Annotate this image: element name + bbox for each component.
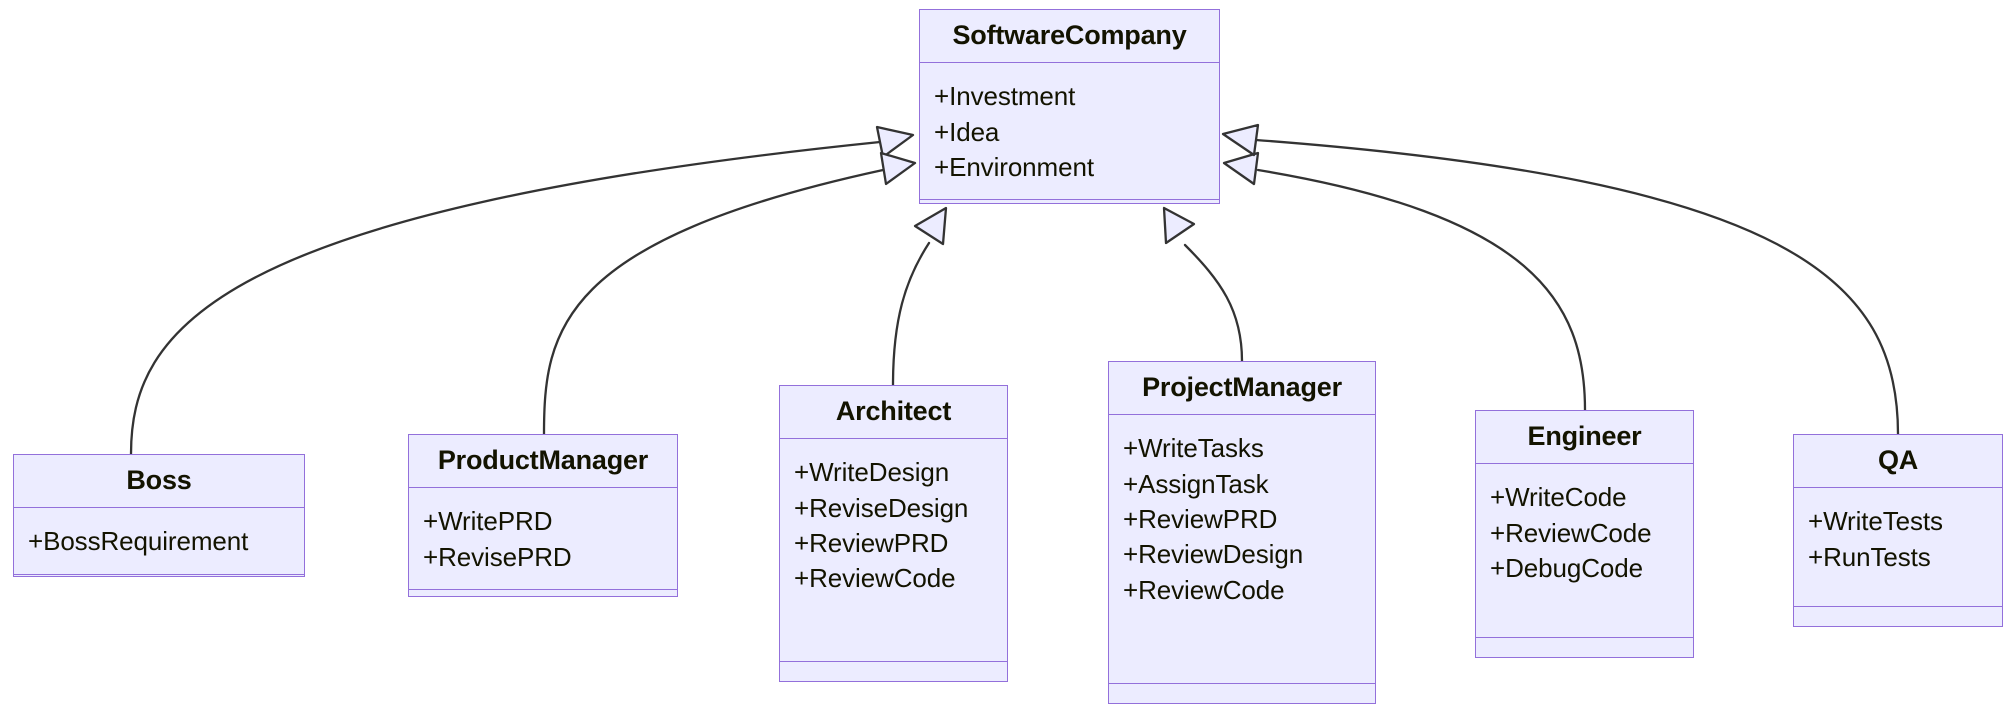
class-node-architect[interactable]: Architect +WriteDesign +ReviseDesign +Re… bbox=[779, 385, 1008, 682]
class-member: +WritePRD bbox=[423, 506, 553, 537]
class-members-projectmanager: +WriteTasks +AssignTask +ReviewPRD +Revi… bbox=[1109, 415, 1375, 684]
class-members-engineer: +WriteCode +ReviewCode +DebugCode bbox=[1476, 464, 1693, 638]
class-methods-productmanager bbox=[409, 590, 677, 609]
class-members-qa: +WriteTests +RunTests bbox=[1794, 488, 2002, 607]
class-members-architect: +WriteDesign +ReviseDesign +ReviewPRD +R… bbox=[780, 439, 1007, 662]
class-member: +WriteDesign bbox=[794, 457, 950, 488]
class-member: +Environment bbox=[934, 151, 1094, 182]
class-member: +ReviewDesign bbox=[1123, 539, 1304, 570]
class-methods-boss bbox=[14, 575, 304, 594]
class-member: +ReviewCode bbox=[1490, 517, 1652, 548]
class-member: +RunTests bbox=[1808, 541, 1931, 572]
class-member: +ReviseDesign bbox=[794, 492, 969, 523]
class-title-projectmanager: ProjectManager bbox=[1109, 362, 1375, 416]
class-member: +ReviewCode bbox=[1123, 574, 1285, 605]
class-methods-engineer bbox=[1476, 638, 1693, 657]
class-member: +ReviewCode bbox=[794, 563, 956, 594]
class-member: +WriteTests bbox=[1808, 506, 1943, 537]
class-members-boss: +BossRequirement bbox=[14, 508, 304, 575]
class-member: +DebugCode bbox=[1490, 552, 1643, 583]
class-member: +Investment bbox=[934, 81, 1076, 112]
class-node-qa[interactable]: QA +WriteTests +RunTests bbox=[1793, 434, 2003, 627]
class-member: +ReviewPRD bbox=[794, 527, 949, 558]
class-title-productmanager: ProductManager bbox=[409, 435, 677, 489]
class-title-architect: Architect bbox=[780, 386, 1007, 440]
class-node-productmanager[interactable]: ProductManager +WritePRD +RevisePRD bbox=[408, 434, 678, 597]
class-title-qa: QA bbox=[1794, 435, 2002, 489]
class-methods-softwarecompany bbox=[920, 200, 1219, 219]
class-member: +BossRequirement bbox=[28, 526, 249, 557]
class-member: +Idea bbox=[934, 116, 1000, 147]
class-methods-architect bbox=[780, 662, 1007, 681]
class-members-productmanager: +WritePRD +RevisePRD bbox=[409, 488, 677, 590]
class-title-softwarecompany: SoftwareCompany bbox=[920, 10, 1219, 64]
class-member: +AssignTask bbox=[1123, 468, 1269, 499]
class-node-softwarecompany[interactable]: SoftwareCompany +Investment +Idea +Envir… bbox=[919, 9, 1220, 204]
edge-projectmanager-to-softwarecompany bbox=[1162, 206, 1244, 363]
class-title-engineer: Engineer bbox=[1476, 411, 1693, 465]
class-node-projectmanager[interactable]: ProjectManager +WriteTasks +AssignTask +… bbox=[1108, 361, 1376, 704]
class-member: +WriteTasks bbox=[1123, 433, 1264, 464]
class-node-boss[interactable]: Boss +BossRequirement bbox=[13, 454, 305, 577]
class-member: +WriteCode bbox=[1490, 482, 1627, 513]
class-members-softwarecompany: +Investment +Idea +Environment bbox=[920, 63, 1219, 201]
class-node-engineer[interactable]: Engineer +WriteCode +ReviewCode +DebugCo… bbox=[1475, 410, 1694, 658]
class-member: +ReviewPRD bbox=[1123, 503, 1278, 534]
edge-architect-to-softwarecompany bbox=[891, 206, 948, 387]
class-title-boss: Boss bbox=[14, 455, 304, 509]
class-methods-qa bbox=[1794, 607, 2002, 626]
class-methods-projectmanager bbox=[1109, 684, 1375, 703]
class-member: +RevisePRD bbox=[423, 541, 572, 572]
